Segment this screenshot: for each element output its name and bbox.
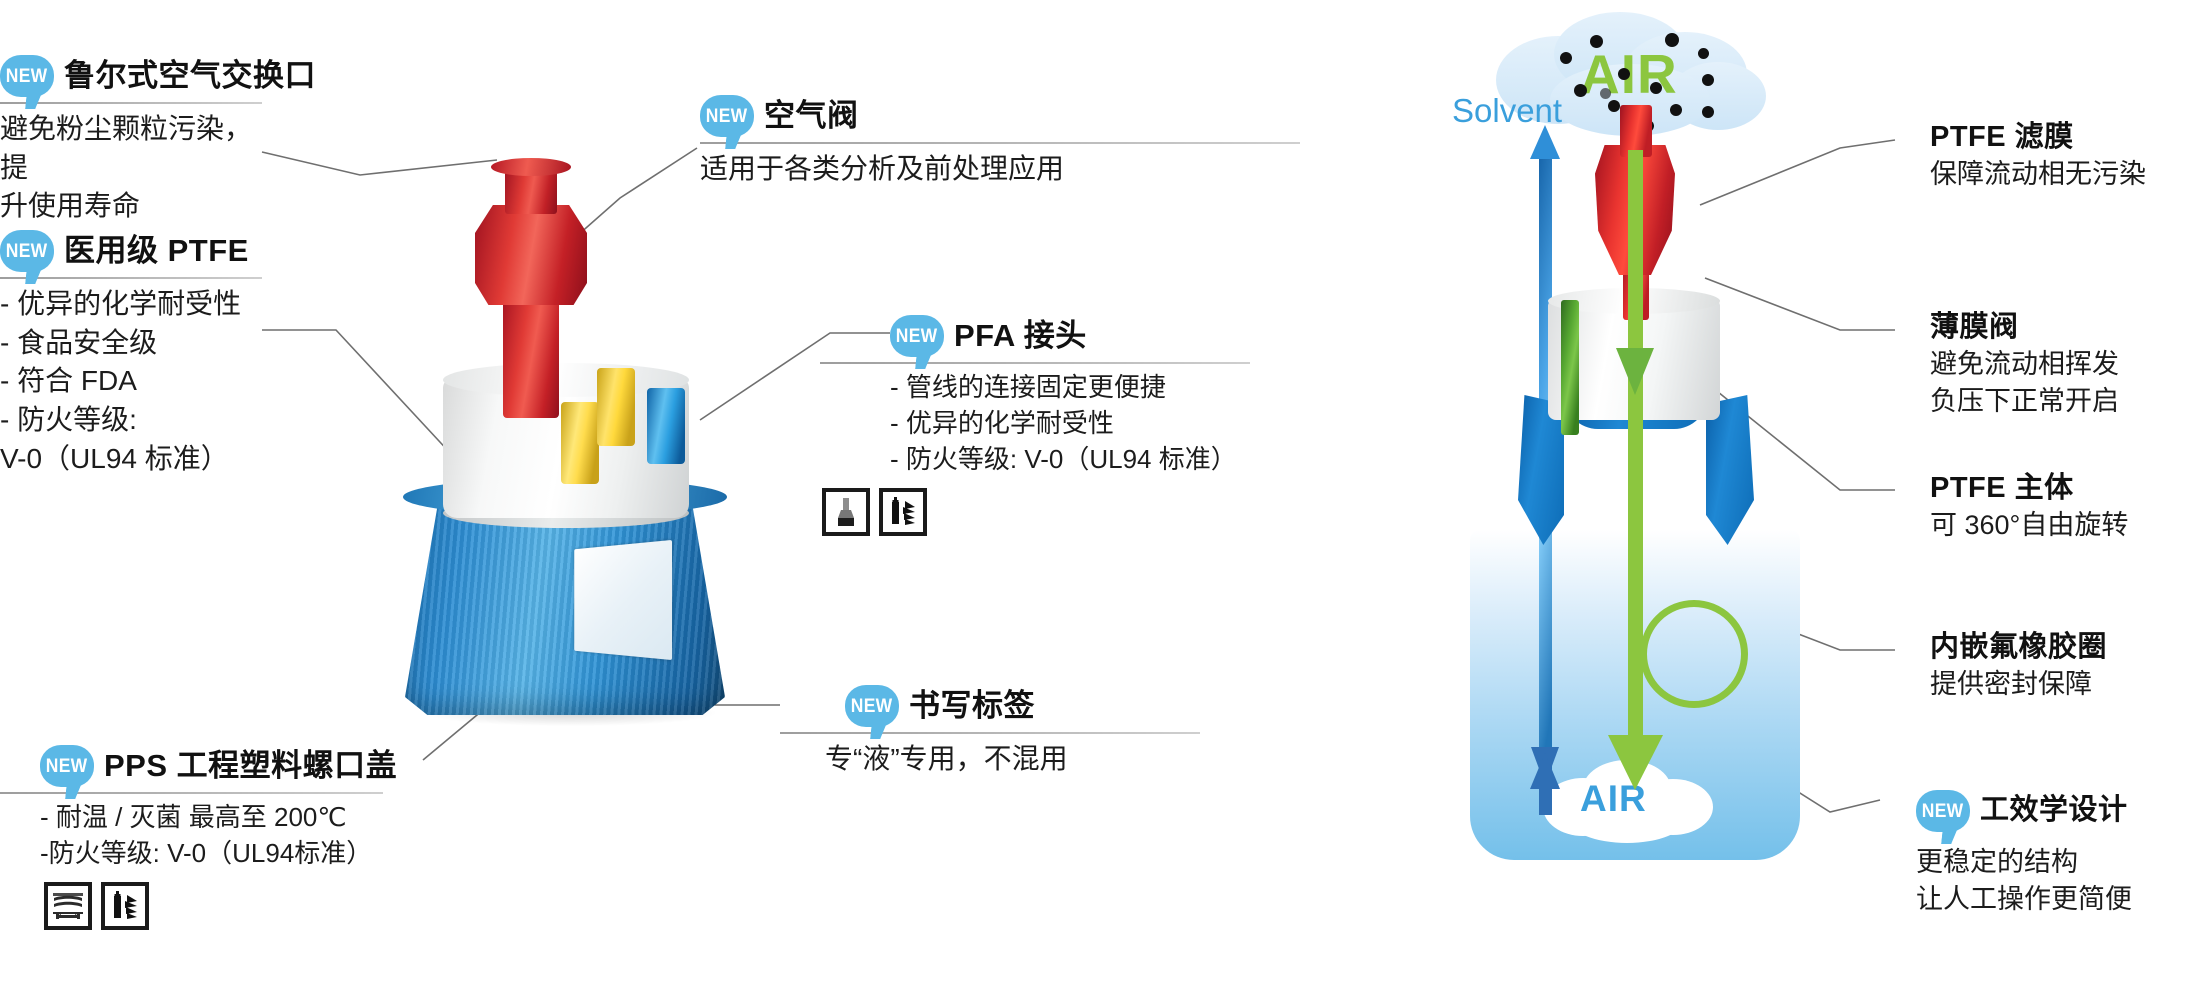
callout-title: PTFE 主体 — [1930, 472, 2074, 504]
fluoro-ring-highlight-circle — [1640, 600, 1748, 708]
callout-title: 鲁尔式空气交换口 — [64, 57, 316, 93]
callout-luer-air-port: NEW 鲁尔式空气交换口 避免粉尘颗粒污染，提 升使用寿命 — [0, 55, 316, 226]
new-badge-label: NEW — [6, 65, 48, 87]
dust-particle — [1698, 48, 1709, 59]
callout-divider — [0, 792, 383, 794]
callout-divider — [820, 362, 1250, 364]
new-badge-icon: NEW — [890, 315, 944, 357]
callout-title: PPS 工程塑料螺口盖 — [104, 747, 398, 783]
callout-body: 适用于各类分析及前处理应用 — [700, 153, 1065, 184]
callout-fluoro-rubber-ring: 内嵌氟橡胶圈 提供密封保障 — [1930, 631, 2191, 703]
air-cloud-bottom — [1543, 760, 1713, 843]
callout-title: 书写标签 — [909, 687, 1035, 723]
new-badge-label: NEW — [1922, 800, 1964, 822]
callout-head: NEW 工效学设计 — [1916, 790, 2191, 832]
new-badge-label: NEW — [896, 325, 938, 347]
autoclave-icon — [44, 881, 92, 930]
dust-particle — [1665, 33, 1679, 47]
air-cloud-top — [1496, 12, 1766, 136]
callout-body: 更稳定的结构 让人工操作更简便 — [1916, 847, 2132, 915]
new-badge-icon: NEW — [845, 685, 899, 727]
callout-ptfe-body: PTFE 主体 可 360°自由旋转 — [1930, 472, 2191, 544]
pfa-fitting-yellow-a — [597, 368, 635, 446]
dust-particle — [1608, 100, 1620, 112]
air-valve-body — [475, 205, 587, 305]
new-badge-icon: NEW — [1916, 790, 1970, 832]
cert-icon-row — [44, 881, 460, 930]
callout-divider — [0, 102, 262, 104]
dust-particle — [1590, 35, 1603, 48]
callout-body: 提供密封保障 — [1930, 668, 2092, 699]
callout-head: NEW 空气阀 — [700, 95, 1300, 137]
callout-title: PTFE 滤膜 — [1930, 121, 2074, 153]
new-badge-label: NEW — [6, 240, 48, 262]
dust-particle — [1574, 84, 1587, 97]
callout-pfa-fitting: NEW PFA 接头 - 管线的连接固定更便捷 - 优异的化学耐受性 - 防火等… — [820, 315, 1320, 536]
callout-title: PFA 接头 — [954, 317, 1087, 353]
callout-head: NEW PFA 接头 — [890, 315, 1320, 357]
dust-particle — [1670, 104, 1682, 116]
callout-body: - 耐温 / 灭菌 最高至 200℃ -防火等级: V-0（UL94标准） — [40, 802, 373, 868]
solvent-flow-arrows — [1530, 125, 1560, 815]
callout-title: 空气阀 — [764, 97, 859, 133]
new-badge-label: NEW — [706, 105, 748, 127]
flame-resistant-icon — [879, 487, 927, 536]
cutaway-flow-diagram: AIR Solvent AIR — [1430, 0, 1870, 981]
callout-body: - 优异的化学耐受性 - 食品安全级 - 符合 FDA - 防火等级: V-0（… — [0, 288, 242, 474]
callout-ergonomic-design: NEW 工效学设计 更稳定的结构 让人工操作更简便 — [1916, 790, 2191, 919]
callout-title: 医用级 PTFE — [64, 232, 249, 268]
green-insert-stem — [1561, 300, 1579, 435]
callout-body: 可 360°自由旋转 — [1930, 509, 2129, 540]
callout-title: 工效学设计 — [1980, 794, 2128, 827]
callout-title: 薄膜阀 — [1930, 311, 2019, 343]
flame-resistant-icon — [101, 881, 149, 930]
solvent-label: Solvent — [1452, 92, 1563, 129]
air-flow-arrow — [1608, 150, 1663, 790]
dust-particle — [1650, 82, 1662, 94]
chemical-resistant-icon — [822, 487, 870, 536]
new-badge-label: NEW — [46, 755, 88, 777]
callout-body: - 管线的连接固定更便捷 - 优异的化学耐受性 - 防火等级: V-0（UL94… — [890, 372, 1237, 474]
dust-particle — [1600, 88, 1611, 99]
callout-air-valve: NEW 空气阀 适用于各类分析及前处理应用 — [700, 95, 1300, 189]
air-valve-stem — [503, 290, 559, 418]
dust-particle — [1618, 68, 1630, 80]
dust-particle — [1702, 106, 1714, 118]
new-badge-icon: NEW — [700, 95, 754, 137]
callout-head: NEW 书写标签 — [845, 685, 1265, 727]
pfa-fitting-blue — [647, 388, 685, 464]
new-badge-icon: NEW — [0, 55, 54, 97]
new-badge-icon: NEW — [0, 230, 54, 272]
new-badge-label: NEW — [851, 695, 893, 717]
callout-head: NEW PPS 工程塑料螺口盖 — [40, 745, 460, 787]
callout-title: 内嵌氟橡胶圈 — [1930, 631, 2108, 663]
callout-body: 避免粉尘颗粒污染，提 升使用寿命 — [0, 113, 253, 222]
callout-medical-grade-ptfe: NEW 医用级 PTFE - 优异的化学耐受性 - 食品安全级 - 符合 FDA… — [0, 230, 262, 478]
callout-body: 保障流动相无污染 — [1930, 158, 2146, 189]
callout-body: 避免流动相挥发 负压下正常开启 — [1930, 348, 2119, 417]
callout-head: NEW 医用级 PTFE — [0, 230, 262, 272]
luer-air-port-flange — [491, 158, 571, 176]
luer-nozzle-cutaway — [1620, 105, 1652, 157]
writable-label-patch — [574, 539, 673, 661]
callout-divider — [0, 277, 262, 279]
callout-ptfe-membrane: PTFE 滤膜 保障流动相无污染 — [1930, 121, 2191, 193]
callout-head: NEW 鲁尔式空气交换口 — [0, 55, 316, 97]
dust-particle — [1560, 52, 1572, 64]
callout-divider — [700, 142, 1300, 144]
callout-body: 专“液”专用，不混用 — [825, 743, 1068, 774]
new-badge-icon: NEW — [40, 745, 94, 787]
dust-particle — [1702, 74, 1714, 86]
callout-pps-screw-cap: NEW PPS 工程塑料螺口盖 - 耐温 / 灭菌 最高至 200℃ -防火等级… — [0, 745, 460, 930]
pfa-fitting-yellow-b — [561, 402, 599, 484]
callout-divider — [780, 732, 1200, 734]
cert-icon-row — [822, 487, 1320, 536]
callout-membrane-valve: 薄膜阀 避免流动相挥发 负压下正常开启 — [1930, 311, 2191, 420]
callout-writable-label: NEW 书写标签 专“液”专用，不混用 — [780, 685, 1265, 779]
product-photo-exploded — [365, 120, 785, 780]
